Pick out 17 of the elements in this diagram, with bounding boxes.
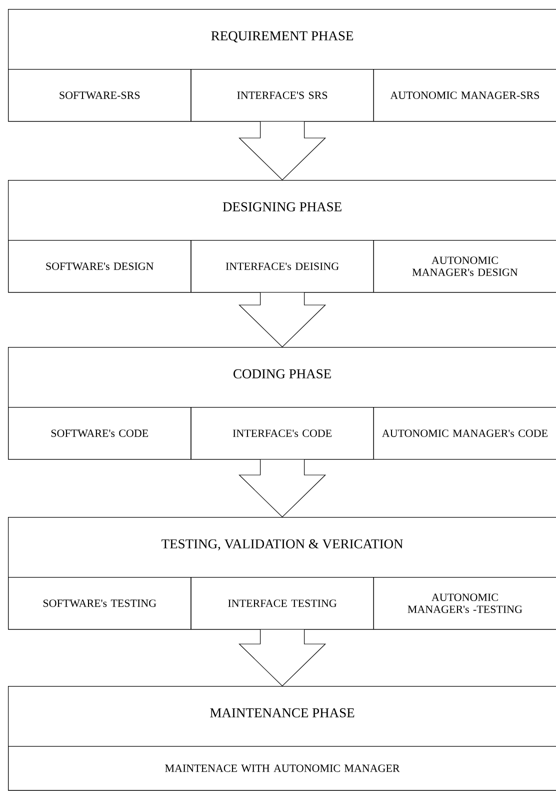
stage-cell: SOFTWARE-SRS [8,69,192,122]
stage-cell: AUTONOMIC MANAGER-SRS [373,69,556,122]
stage-cell: AUTONOMIC MANAGER's DESIGN [373,240,556,293]
stage-cell: AUTONOMIC MANAGER's CODE [373,407,556,460]
stage-cell: AUTONOMIC MANAGER's -TESTING [373,577,556,630]
stage-cell: INTERFACE's CODE [190,407,374,460]
block-arrow [238,121,326,180]
stage-cell: INTERFACE'S SRS [190,69,374,122]
stage-cell: INTERFACE's DEISING [190,240,374,293]
stage-cell: INTERFACE TESTING [190,577,374,630]
block-arrow [238,459,326,518]
stage-cell: SOFTWARE's CODE [8,407,192,460]
block-arrow [238,629,326,686]
stage-cell: SOFTWARE's TESTING [8,577,192,630]
stage-cell: SOFTWARE's DESIGN [8,240,192,293]
block-arrow [238,292,326,348]
stage-cell: MAINTENACE WITH AUTONOMIC MANAGER [8,746,556,791]
